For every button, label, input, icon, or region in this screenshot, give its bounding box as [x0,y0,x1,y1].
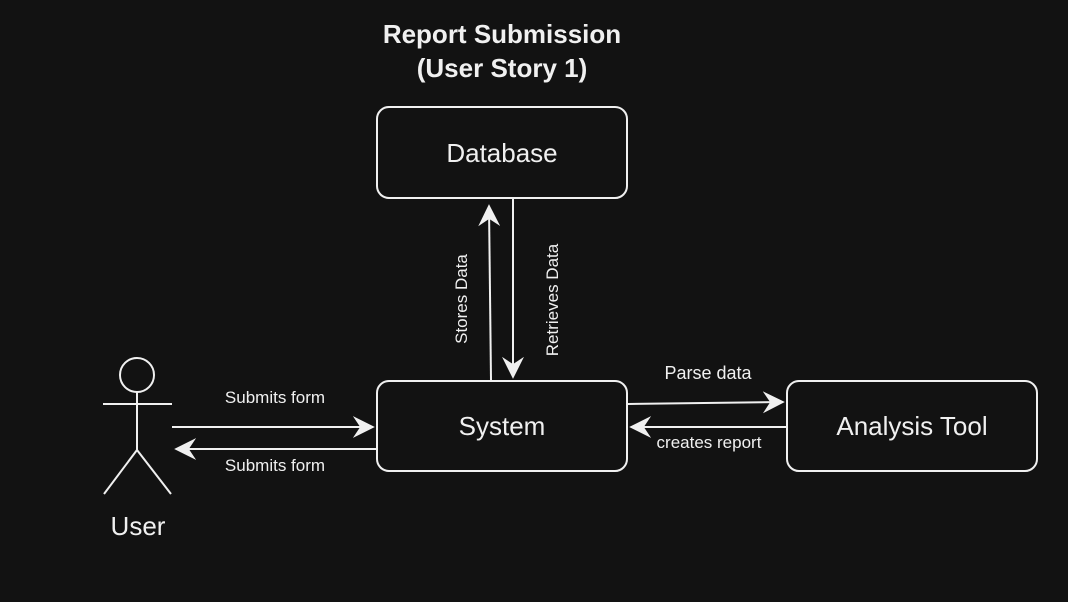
user-label: User [111,511,166,541]
submits-form-to-system-label: Submits form [225,388,325,407]
user-actor-left-leg [103,449,138,495]
edge-stores-data[interactable]: Stores Data [452,204,501,381]
edge-submits-form-to-user[interactable]: Submits form [174,438,377,475]
edge-submits-form-to-system[interactable]: Submits form [172,388,375,438]
diagram-title-line2: (User Story 1) [417,53,588,83]
edge-retrieves-data[interactable]: Retrieves Data [502,199,562,379]
system-node[interactable]: System [376,380,628,472]
system-label: System [459,411,546,441]
edge-creates-report[interactable]: creates report [629,416,787,452]
parse-data-label: Parse data [664,363,752,383]
analysis-tool-label: Analysis Tool [836,411,987,441]
parse-data-arrow [627,391,785,414]
stores-data-arrow [478,204,501,381]
database-box [376,106,628,199]
database-node[interactable]: Database [376,106,628,199]
diagram-title-line1: Report Submission [383,19,621,49]
submits-form-to-user-label: Submits form [225,456,325,475]
edge-parse-data[interactable]: Parse data [627,363,785,414]
creates-report-label: creates report [657,433,762,452]
database-label: Database [446,138,557,168]
user-actor[interactable]: User [103,357,172,541]
user-actor-head [119,357,155,393]
retrieves-data-label: Retrieves Data [543,243,562,356]
analysis-tool-node[interactable]: Analysis Tool [786,380,1038,472]
user-actor-right-leg [136,449,172,495]
stores-data-label: Stores Data [452,254,471,344]
system-box [376,380,628,472]
